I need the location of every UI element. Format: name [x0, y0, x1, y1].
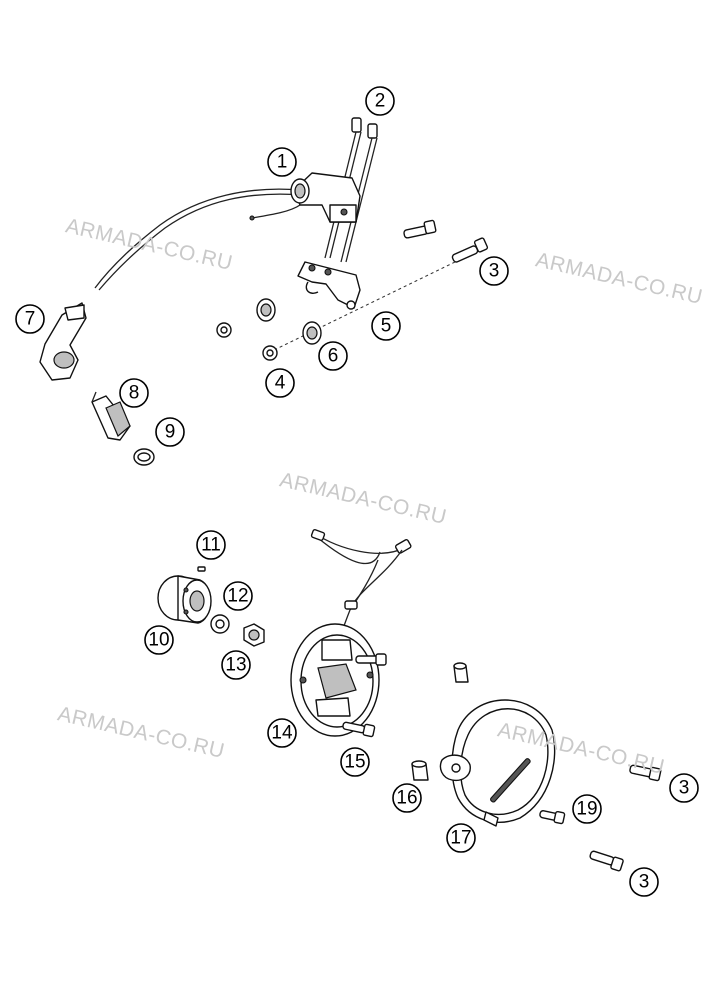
spark-plug-part-8 — [91, 391, 131, 441]
callout-16: 16 — [392, 783, 422, 813]
callout-11: 11 — [196, 530, 226, 560]
svg-text:15: 15 — [344, 752, 365, 773]
svg-text:13: 13 — [225, 655, 246, 676]
sealing-ring-part-9 — [133, 448, 155, 466]
callout-4: 4 — [265, 368, 295, 398]
svg-text:16: 16 — [396, 788, 417, 809]
svg-text:6: 6 — [328, 346, 339, 367]
ignition-cover-part-17 — [439, 699, 556, 827]
svg-text:8: 8 — [129, 383, 140, 404]
svg-text:3: 3 — [639, 872, 650, 893]
bolt-part-3-right — [629, 764, 662, 782]
svg-text:11: 11 — [201, 535, 221, 556]
ignition-lead — [94, 188, 301, 289]
svg-text:10: 10 — [148, 630, 169, 651]
screw-part-15 — [342, 653, 387, 738]
spark-plug-connector-part-7 — [39, 302, 87, 381]
nut-part-4 — [216, 322, 278, 361]
callout-3: 3 — [669, 773, 699, 803]
bracket-part-5 — [297, 261, 361, 310]
callout-5: 5 — [371, 311, 401, 341]
callout-3: 3 — [629, 867, 659, 897]
rubber-damper-part-6 — [256, 298, 322, 345]
callout-1: 1 — [267, 147, 297, 177]
callout-7: 7 — [15, 304, 45, 334]
callout-14: 14 — [267, 718, 297, 748]
svg-text:14: 14 — [271, 723, 293, 744]
svg-text:2: 2 — [375, 91, 386, 112]
callout-9: 9 — [155, 417, 185, 447]
svg-text:5: 5 — [381, 316, 392, 337]
ignition-coil-part-1 — [249, 172, 361, 223]
callout-10: 10 — [144, 625, 174, 655]
dowel-part-16 — [411, 662, 469, 781]
callout-12: 12 — [223, 581, 253, 611]
nut-part-13 — [243, 623, 265, 647]
bolt-part-19 — [539, 810, 566, 825]
svg-text:1: 1 — [277, 152, 288, 173]
svg-text:3: 3 — [679, 778, 690, 799]
bolt-part-3-lower — [589, 850, 624, 872]
svg-text:7: 7 — [25, 309, 36, 330]
callout-15: 15 — [340, 747, 370, 777]
svg-text:3: 3 — [489, 261, 500, 282]
rotor-part-10 — [157, 575, 212, 624]
stator-part-14 — [290, 529, 412, 737]
callout-19: 19 — [572, 794, 602, 824]
callout-3: 3 — [479, 256, 509, 286]
key-part-11 — [197, 566, 206, 572]
callout-17: 17 — [446, 823, 476, 853]
callout-2: 2 — [365, 86, 395, 116]
washer-part-12 — [210, 614, 230, 634]
svg-text:12: 12 — [227, 586, 248, 607]
svg-text:17: 17 — [450, 828, 471, 849]
bolt-part-3-upper — [269, 219, 489, 353]
svg-text:4: 4 — [275, 373, 286, 394]
callout-6: 6 — [318, 341, 348, 371]
callout-8: 8 — [119, 378, 149, 408]
svg-text:9: 9 — [165, 422, 176, 443]
svg-text:19: 19 — [576, 799, 597, 820]
callout-13: 13 — [221, 650, 251, 680]
